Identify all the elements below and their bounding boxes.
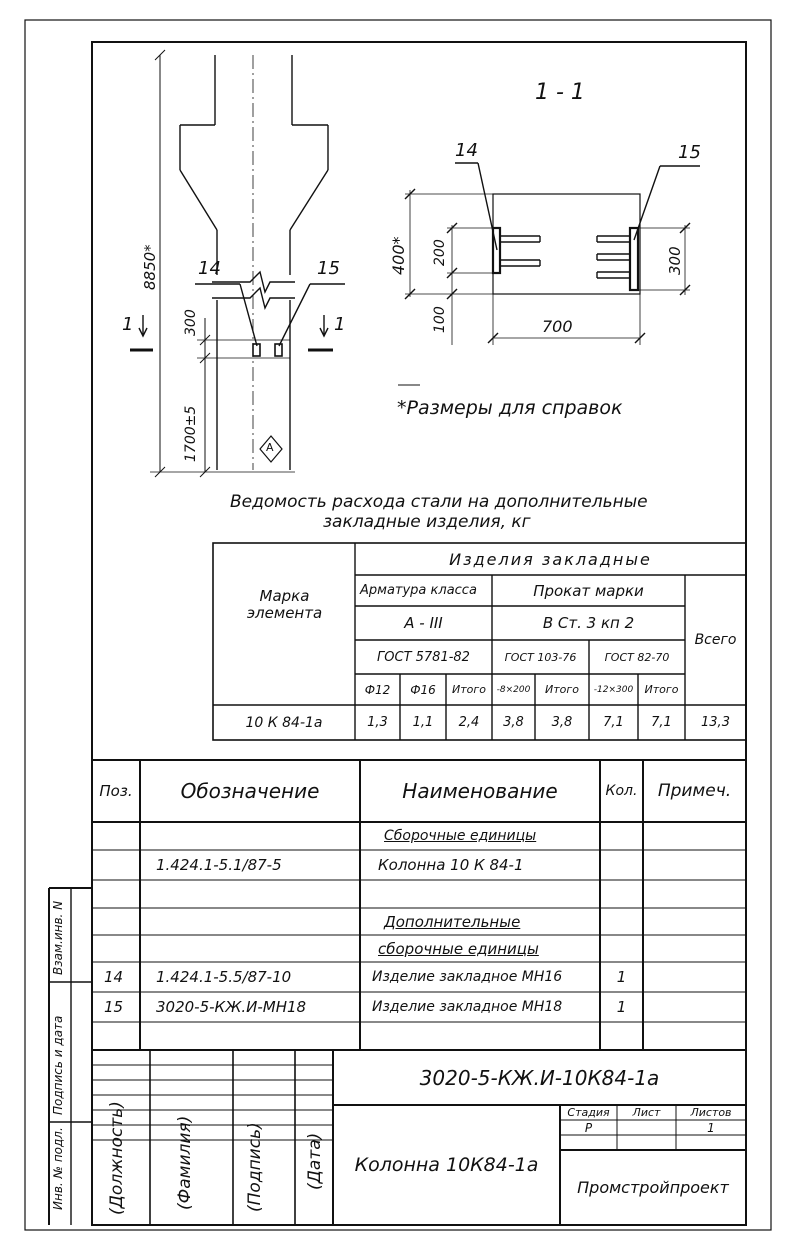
section-label: 1 - 1 xyxy=(535,80,585,105)
spec-row-name: Дополнительные xyxy=(384,912,521,931)
steel-row-value: 3,8 xyxy=(503,715,524,730)
steel-subheader: -12×300 xyxy=(593,684,634,695)
spec-header-qty: Кол. xyxy=(605,783,638,799)
steel-header-element: Марка элемента xyxy=(246,587,323,622)
section-dim-100: 100 xyxy=(432,306,448,333)
spec-row-name: Колонна 10 К 84-1 xyxy=(378,856,524,874)
spec-header-pos: Поз. xyxy=(99,782,133,800)
spec-row-name: Изделие закладное МН16 xyxy=(372,969,563,985)
column-mark-a: A xyxy=(266,441,274,454)
section-position-14: 14 xyxy=(455,140,478,161)
steel-header-total: Всего xyxy=(694,632,737,648)
spec-row-designation: 3020-5-КЖ.И-МН18 xyxy=(156,998,307,1016)
steel-header-gost5781: ГОСТ 5781-82 xyxy=(377,649,470,665)
margin-signature-date: Подпись и дата xyxy=(51,1015,65,1115)
steel-subheader: Итого xyxy=(452,683,486,696)
stamp-sheets-header: Листов xyxy=(690,1106,732,1119)
steel-row-mark: 10 К 84-1а xyxy=(245,714,323,731)
steel-row-value: 2,4 xyxy=(458,715,480,730)
steel-row-total: 13,3 xyxy=(701,715,730,730)
stamp-sheet-header: Лист xyxy=(632,1106,661,1119)
column-position-15: 15 xyxy=(317,258,340,279)
stamp-sheet xyxy=(617,1120,676,1135)
reference-dimensions-note: *Размеры для справок xyxy=(397,397,623,419)
margin-inventory-original: Инв. № подл. xyxy=(51,1127,65,1210)
steel-header-items: Изделия закладные xyxy=(449,549,652,569)
stamp-stage-header: Стадия xyxy=(567,1106,610,1119)
steel-header-rolled: Прокат марки xyxy=(533,581,644,600)
stamp-col-signature: (Подпись) xyxy=(245,1122,265,1212)
section-dim-300: 300 xyxy=(666,246,684,275)
stamp-col-surname: (Фамилия) xyxy=(175,1115,195,1210)
stamp-drawing-name: Колонна 10К84-1а xyxy=(354,1154,539,1176)
stamp-document-code: 3020-5-КЖ.И-10К84-1а xyxy=(419,1065,660,1090)
spec-header-name: Наименование xyxy=(402,779,558,803)
column-dim-300: 300 xyxy=(183,309,199,336)
stamp-col-position: (Должность) xyxy=(107,1101,127,1215)
spec-row-name: Изделие закладное МН18 xyxy=(372,999,563,1015)
steel-subheader: -8×200 xyxy=(496,684,531,695)
steel-header-rebar: Арматура класса xyxy=(360,583,477,598)
section-dim-400: 400* xyxy=(389,236,408,275)
cut-label-left: 1 xyxy=(122,314,134,335)
column-position-14: 14 xyxy=(198,258,221,279)
section-position-15: 15 xyxy=(678,142,701,163)
spec-row-name: Сборочные единицы xyxy=(384,828,537,844)
steel-row-value: 1,1 xyxy=(412,715,434,730)
cut-label-right: 1 xyxy=(334,314,346,335)
steel-row-value: 3,8 xyxy=(551,715,573,730)
steel-subheader: Ф12 xyxy=(364,682,391,697)
steel-header-class-a3: А - III xyxy=(404,614,443,632)
margin-inventory-replaced: Взам.инв. N xyxy=(51,900,65,975)
stamp-col-date: (Дата) xyxy=(305,1132,325,1190)
steel-header-gost103: ГОСТ 103-76 xyxy=(504,650,577,664)
steel-schedule-title-line1: Ведомость расхода стали на дополнительны… xyxy=(230,492,648,512)
steel-row-value: 7,1 xyxy=(651,715,672,730)
spec-row-pos: 14 xyxy=(104,968,124,986)
steel-subheader: Итого xyxy=(644,683,679,696)
spec-row-qty: 1 xyxy=(616,998,627,1016)
stamp-sheets: 1 xyxy=(707,1120,715,1135)
spec-row-name: сборочные единицы xyxy=(378,939,539,958)
spec-header-designation: Обозначение xyxy=(180,779,320,803)
spec-row-designation: 1.424.1-5.1/87-5 xyxy=(156,856,282,874)
steel-schedule-title-line2: закладные изделия, кг xyxy=(323,512,531,532)
section-dim-700: 700 xyxy=(542,317,573,336)
column-dim-1700: 1700±5 xyxy=(183,405,199,462)
steel-row-value: 7,1 xyxy=(603,715,624,730)
stamp-organization: Промстройпроект xyxy=(577,1178,729,1197)
steel-header-grade-st3: В Ст. 3 кп 2 xyxy=(542,614,635,632)
steel-header-gost82: ГОСТ 82-70 xyxy=(604,650,670,664)
spec-row-pos: 15 xyxy=(104,998,124,1016)
stamp-stage: Р xyxy=(584,1120,593,1135)
spec-row-designation: 1.424.1-5.5/87-10 xyxy=(156,968,292,986)
spec-header-note: Примеч. xyxy=(657,781,732,801)
steel-subheader: Итого xyxy=(545,683,579,696)
spec-row-qty: 1 xyxy=(616,968,627,986)
steel-subheader: Ф16 xyxy=(410,682,436,697)
steel-row-value: 1,3 xyxy=(367,715,388,730)
column-height-dimension: 8850* xyxy=(141,244,159,290)
section-dim-200: 200 xyxy=(432,239,448,266)
